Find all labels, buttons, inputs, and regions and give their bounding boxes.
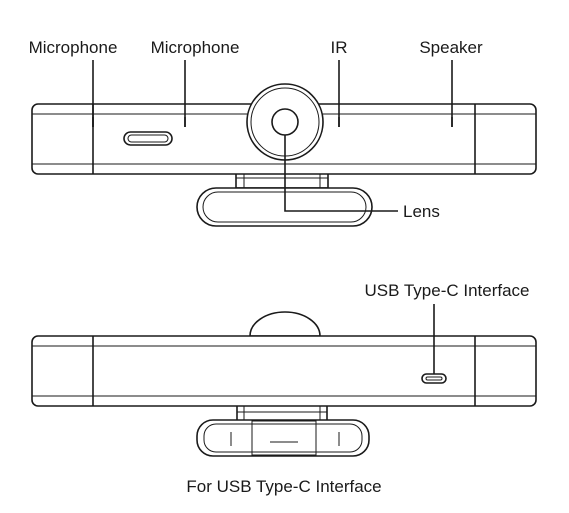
rear-lens-dome [249,311,321,337]
label-usb-type-c-interface: USB Type-C Interface [364,281,529,300]
label-ir: IR [331,38,348,57]
rear-stand [196,401,370,457]
indicator-slot [123,131,173,146]
label-lens: Lens [403,202,440,221]
leader-lens [284,135,398,212]
label-microphone-left: Microphone [29,38,118,57]
rear-camera-body [31,335,537,407]
caption: For USB Type-C Interface [186,477,381,496]
front-view: Microphone Microphone IR Speaker Lens [29,38,537,227]
label-speaker: Speaker [419,38,483,57]
rear-view: USB Type-C Interface For USB Type-C Inte… [31,281,537,496]
lens [271,108,299,136]
label-microphone-right: Microphone [151,38,240,57]
